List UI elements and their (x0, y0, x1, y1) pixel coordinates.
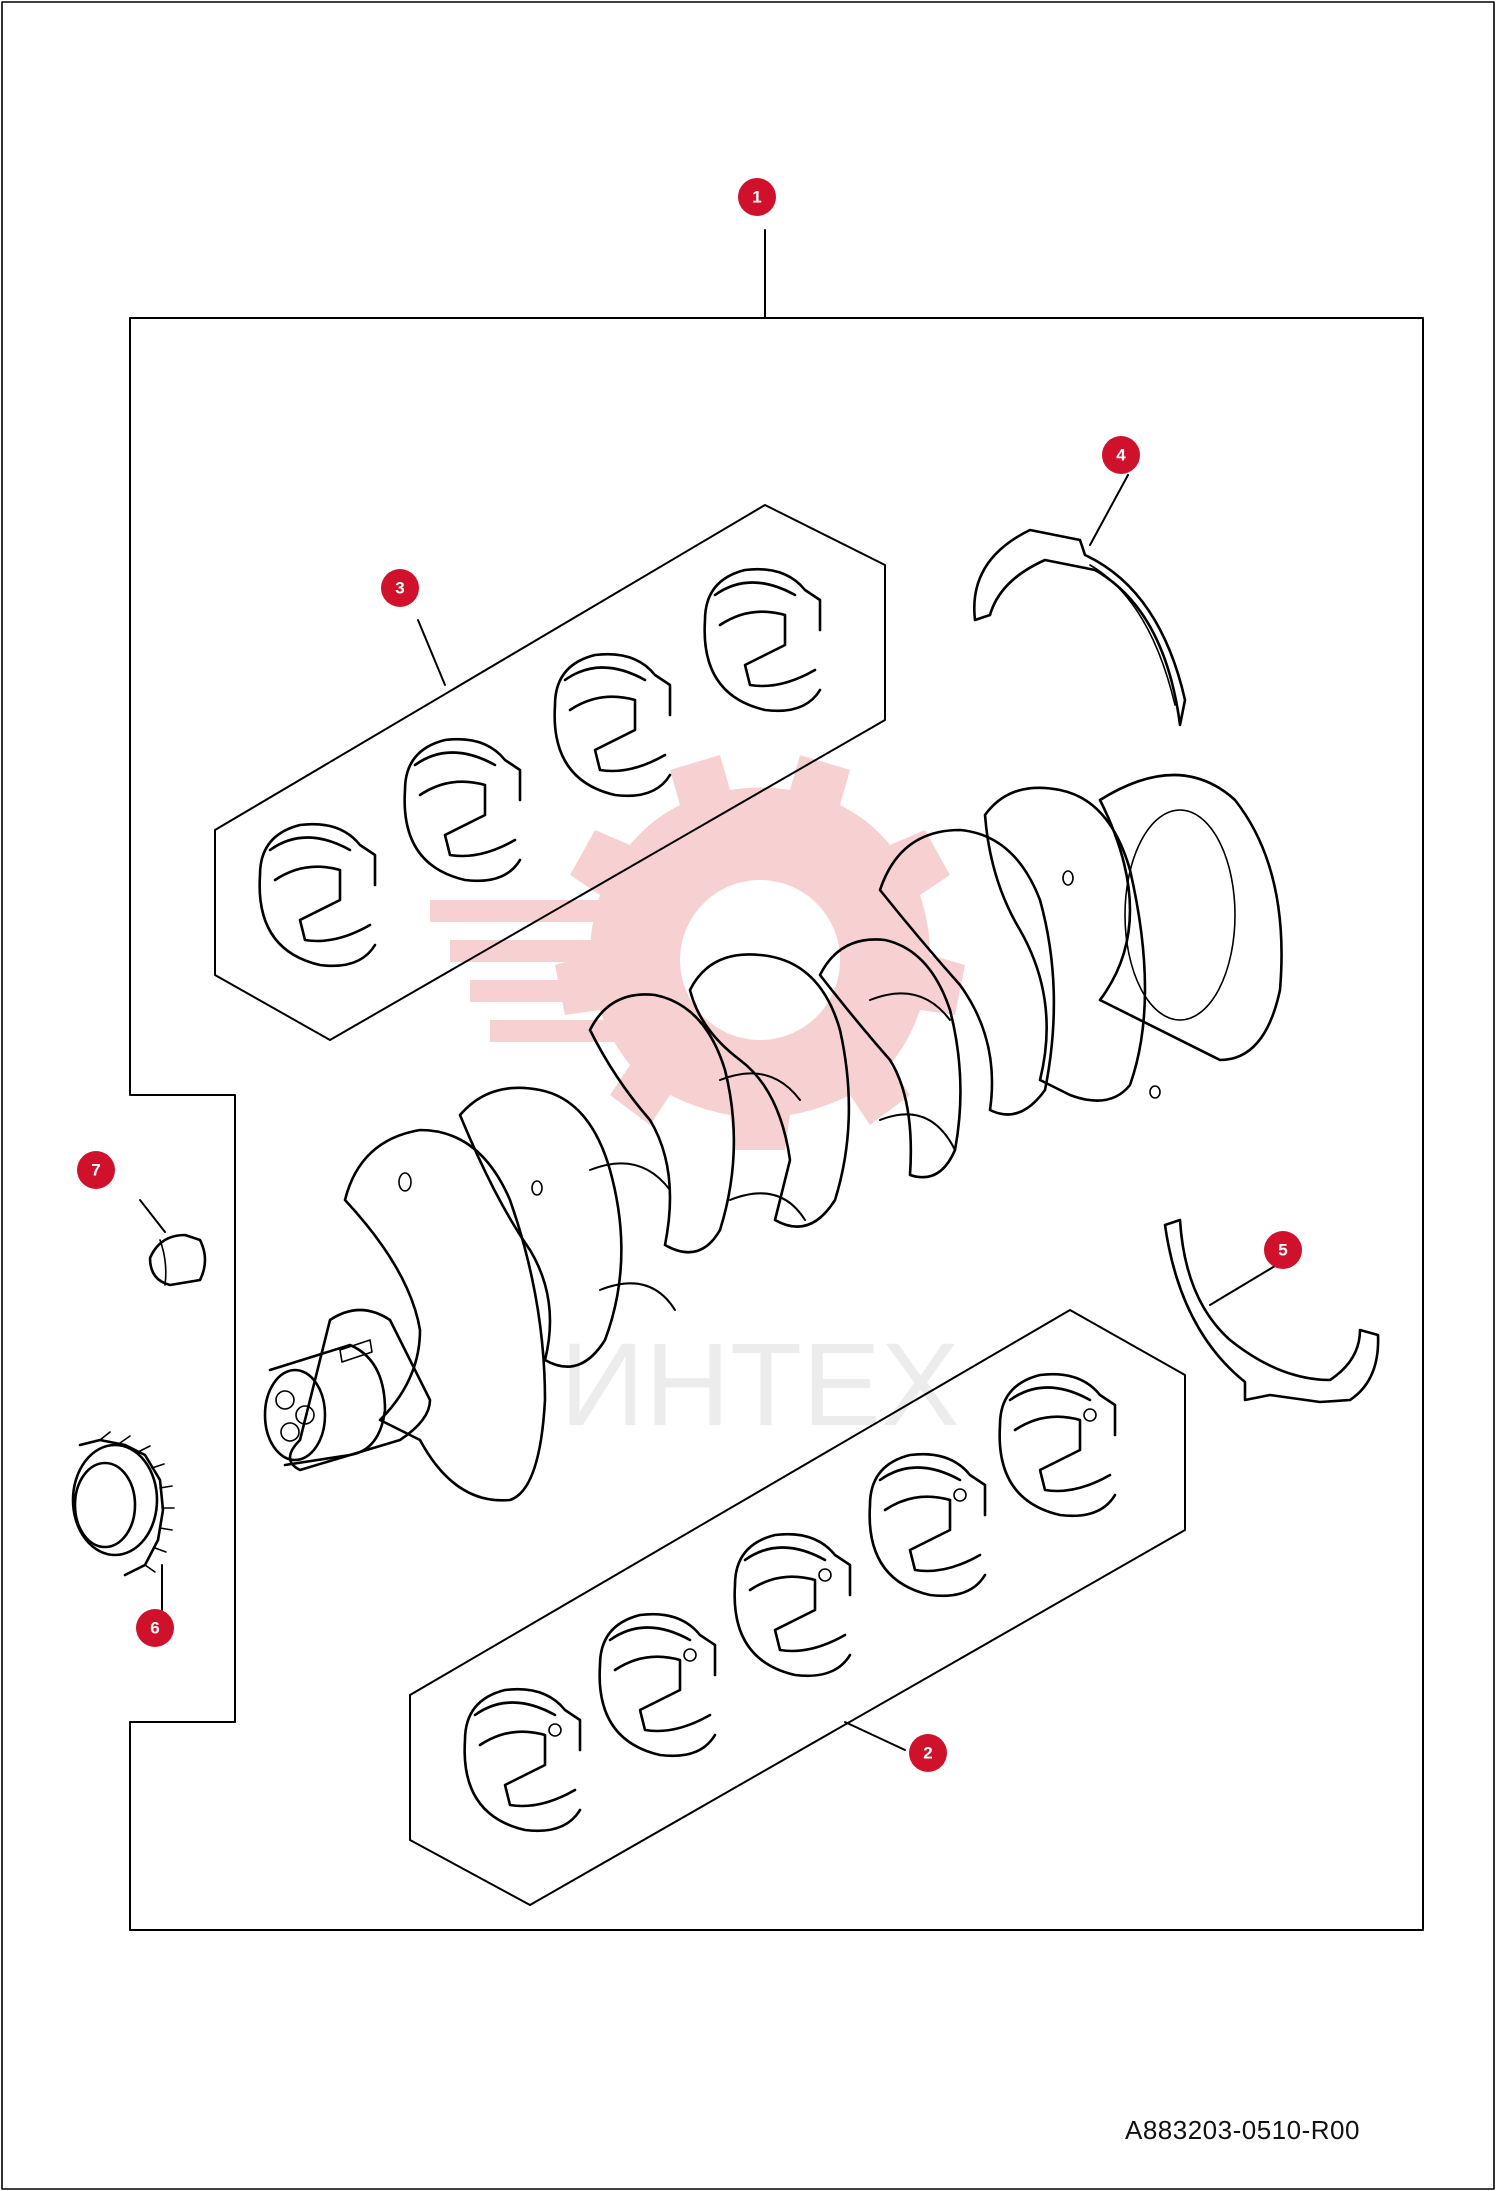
callout-7-number: 7 (91, 1161, 100, 1180)
bearing-set-2-frame (409, 1309, 1186, 1906)
bearing-set-3-frame (214, 504, 886, 1041)
callout-4-badge (1102, 436, 1140, 474)
callout-1[interactable]: 1 (738, 178, 776, 216)
kit-outline (129, 317, 1424, 1931)
callout-3-badge (381, 569, 419, 607)
callout-5-leader (1209, 1259, 1286, 1306)
callout-2[interactable]: 2 (909, 1734, 947, 1772)
callout-5-number: 5 (1278, 1241, 1287, 1260)
callout-2-leader (844, 1721, 906, 1751)
callout-3[interactable]: 3 (381, 569, 419, 607)
callout-4-leader (1089, 474, 1129, 546)
woodruff-key (139, 1199, 207, 1287)
watermark: ИНТЕХ (430, 755, 965, 1451)
callout-7-badge (77, 1151, 115, 1189)
upper-thrust-washer (973, 474, 1187, 727)
connecting-rod-bearing-set (214, 504, 886, 1041)
callout-3-number: 3 (395, 579, 404, 598)
callout-6-badge (136, 1609, 174, 1647)
callout-7-leader (139, 1199, 166, 1233)
callout-2-number: 2 (923, 1744, 932, 1763)
crankshaft (263, 773, 1283, 1502)
callout-5-badge (1264, 1231, 1302, 1269)
lower-thrust-washer (1163, 1218, 1380, 1404)
callout-2-badge (909, 1734, 947, 1772)
callout-1-number: 1 (752, 188, 761, 207)
callout-6[interactable]: 6 (136, 1609, 174, 1647)
crankshaft-gear (71, 1431, 175, 1611)
callout-4[interactable]: 4 (1102, 436, 1140, 474)
watermark-text: ИНТЕХ (560, 1319, 960, 1451)
main-bearing-set (409, 1309, 1186, 1906)
callout-3-leader (417, 619, 446, 686)
bearing-shells-3 (258, 567, 822, 968)
bearing-shells-2 (463, 1372, 1117, 1833)
callout-5[interactable]: 5 (1264, 1231, 1302, 1269)
callout-7[interactable]: 7 (77, 1151, 115, 1189)
callout-4-number: 4 (1116, 446, 1126, 465)
drawing-reference-code: A883203-0510-R00 (1125, 2115, 1360, 2145)
callout-6-number: 6 (150, 1619, 159, 1638)
gear-logo-icon (430, 755, 965, 1150)
callout-1-badge (738, 178, 776, 216)
